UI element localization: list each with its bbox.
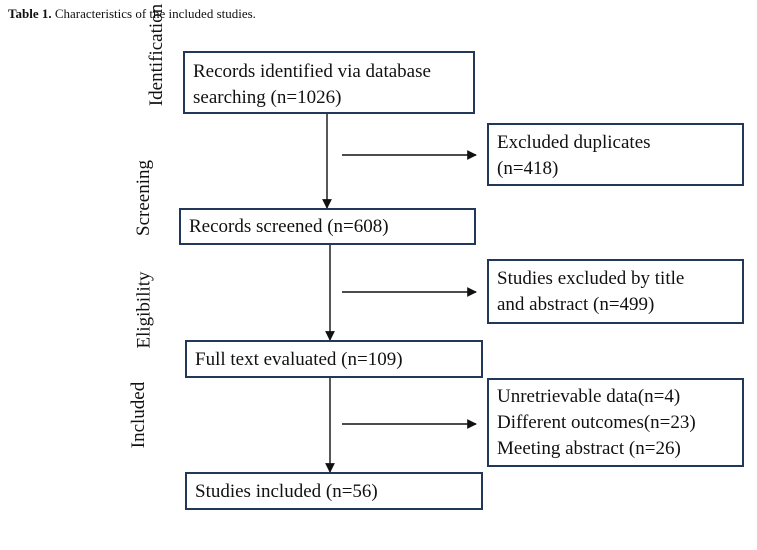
records-screened-box: Records screened (n=608)	[179, 208, 476, 245]
excluded-full-text-box: Unretrievable data(n=4) Different outcom…	[487, 378, 744, 467]
full-text-evaluated-box: Full text evaluated (n=109)	[185, 340, 483, 378]
studies-included-box: Studies included (n=56)	[185, 472, 483, 510]
stage-included: Included	[128, 381, 150, 449]
excluded-duplicates-box: Excluded duplicates (n=418)	[487, 123, 744, 186]
records-identified-box: Records identified via database searchin…	[183, 51, 475, 114]
figure-caption: Table 1. Characteristics of the included…	[8, 6, 256, 22]
excluded-title-abstract-box: Studies excluded by title and abstract (…	[487, 259, 744, 324]
caption-label: Table 1.	[8, 6, 52, 21]
caption-text: Characteristics of the included studies.	[54, 6, 256, 21]
